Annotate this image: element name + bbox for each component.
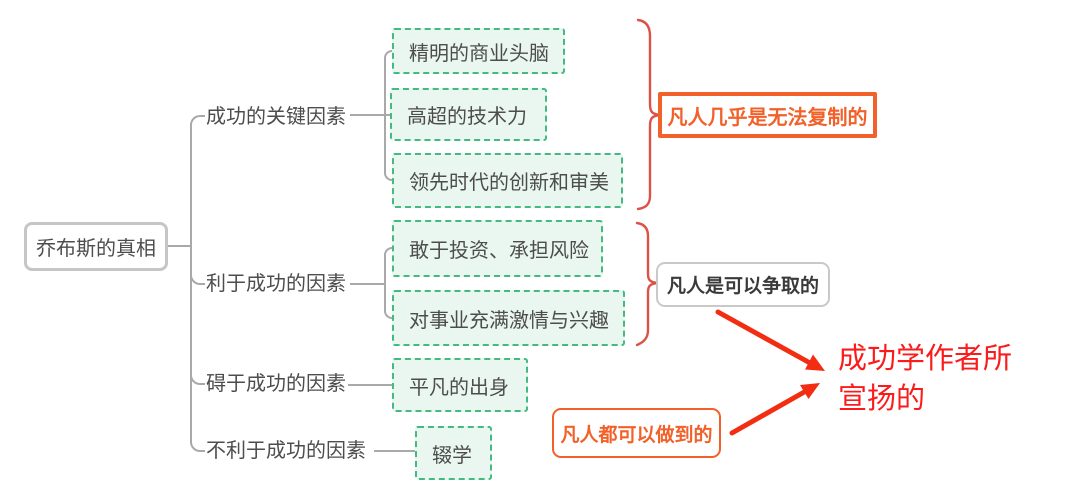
promoted-by-success-authors-text[interactable]: 成功学作者所 宣扬的 — [838, 339, 1012, 419]
connector-branch1-down — [384, 114, 392, 181]
connector-elbow-branch-4 — [190, 440, 205, 452]
branch-unfavorable-factors[interactable]: 不利于成功的因素 — [206, 440, 366, 462]
annotation-strivable[interactable]: 凡人是可以争取的 — [656, 262, 830, 307]
root-node[interactable]: 乔布斯的真相 — [24, 222, 168, 271]
connector-branch2-down — [384, 283, 392, 319]
connector-spine — [190, 124, 192, 444]
promoted-text-line2: 宣扬的 — [838, 383, 926, 415]
connector-branch3-h — [348, 384, 392, 386]
leaf-business-mind[interactable]: 精明的商业头脑 — [392, 28, 565, 74]
connector-branch2-up — [384, 247, 392, 285]
connector-branch4-h — [374, 450, 415, 452]
annotation-achievable[interactable]: 凡人都可以做到的 — [552, 408, 721, 458]
annotation-uncopyable-label: 凡人几乎是无法复制的 — [667, 106, 868, 129]
leaf-passion-interest[interactable]: 对事业充满激情与兴趣 — [392, 290, 625, 346]
promoted-text-line1: 成功学作者所 — [838, 343, 1013, 375]
arrow-strivable-to-promoted — [715, 309, 825, 371]
connector-elbow-branch-3 — [190, 370, 205, 385]
connector-elbow-branch-1 — [190, 115, 205, 128]
connector-elbow-branch-2 — [190, 270, 205, 285]
branch-key-factors[interactable]: 成功的关键因素 — [206, 106, 346, 128]
connector-branch1-h — [350, 114, 392, 116]
leaf-ordinary-origin[interactable]: 平凡的出身 — [392, 358, 528, 412]
annotation-strivable-label: 凡人是可以争取的 — [666, 276, 819, 297]
annotation-achievable-label: 凡人都可以做到的 — [560, 424, 713, 446]
leaf-technical-skill[interactable]: 高超的技术力 — [390, 88, 547, 141]
annotation-uncopyable[interactable]: 凡人几乎是无法复制的 — [658, 92, 877, 138]
leaf-dare-invest[interactable]: 敢于投资、承担风险 — [392, 220, 603, 277]
arrow-achievable-to-promoted — [729, 383, 820, 436]
root-node-label: 乔布斯的真相 — [36, 238, 156, 260]
branch-hindering-factors[interactable]: 碍于成功的因素 — [206, 373, 346, 395]
branch-favorable-factors[interactable]: 利于成功的因素 — [206, 273, 346, 295]
connector-branch2-h — [350, 283, 385, 285]
connector-branch1-up — [384, 50, 392, 116]
leaf-dropout[interactable]: 辍学 — [415, 426, 492, 480]
connector-root-spine — [167, 245, 191, 247]
leaf-innovation-aesthetics[interactable]: 领先时代的创新和审美 — [392, 153, 623, 208]
